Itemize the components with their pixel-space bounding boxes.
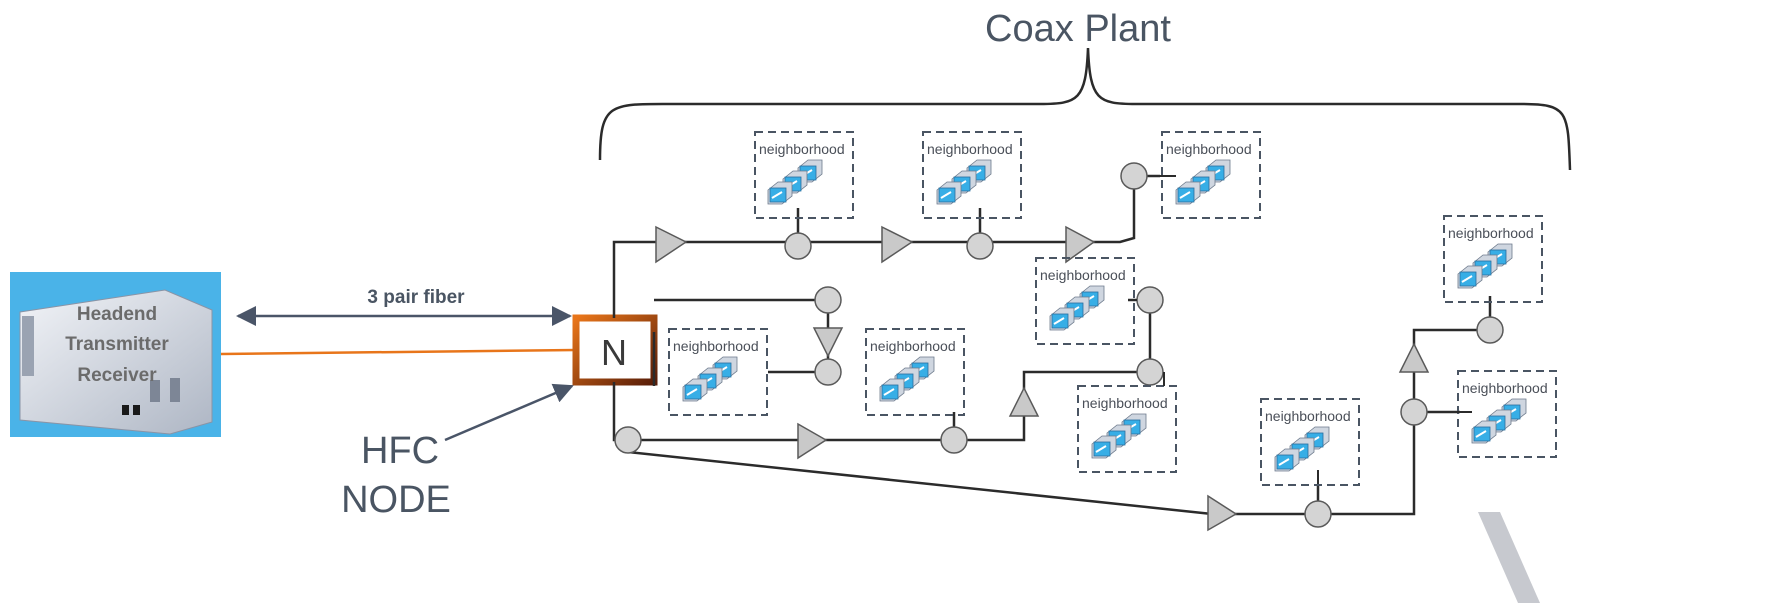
neighborhood-9: neighborhood bbox=[1443, 215, 1543, 303]
cable-modem-icon bbox=[768, 160, 822, 204]
node-caption-line2: NODE bbox=[341, 479, 451, 521]
neighborhood-1: neighborhood bbox=[754, 131, 854, 219]
neighborhood-5: neighborhood bbox=[668, 328, 768, 416]
neighborhood-6: neighborhood bbox=[865, 328, 965, 416]
neighborhood-label: neighborhood bbox=[1166, 141, 1252, 157]
coax-plant-brace bbox=[598, 47, 1572, 171]
cable-modem-icon bbox=[937, 160, 991, 204]
neighborhood-8: neighborhood bbox=[1260, 398, 1360, 486]
amplifier-icon bbox=[655, 225, 1430, 532]
chevron-icon bbox=[1478, 512, 1540, 603]
neighborhood-7: neighborhood bbox=[1077, 385, 1177, 473]
neighborhood-3: neighborhood bbox=[1161, 131, 1261, 219]
cable-modem-icon bbox=[683, 357, 737, 401]
neighborhood-label: neighborhood bbox=[759, 141, 845, 157]
node-caption-line1: HFC bbox=[361, 430, 439, 472]
neighborhood-label: neighborhood bbox=[673, 338, 759, 354]
drop-lines bbox=[1128, 175, 1491, 484]
orange-fiber-line bbox=[220, 348, 577, 356]
node-pointer-arrow bbox=[444, 383, 574, 442]
neighborhood-label: neighborhood bbox=[1265, 408, 1351, 424]
neighborhood-label: neighborhood bbox=[1040, 267, 1126, 283]
neighborhood-10: neighborhood bbox=[1457, 370, 1557, 458]
cable-modem-icon bbox=[1092, 414, 1146, 458]
neighborhood-label: neighborhood bbox=[1462, 380, 1548, 396]
headend-device-icon bbox=[10, 272, 221, 437]
cable-modem-icon bbox=[880, 357, 934, 401]
headend-label-line2: Transmitter bbox=[65, 334, 169, 355]
neighborhood-label: neighborhood bbox=[870, 338, 956, 354]
tap-icon bbox=[614, 162, 1504, 528]
neighborhood-label: neighborhood bbox=[1448, 225, 1534, 241]
neighborhood-label: neighborhood bbox=[927, 141, 1013, 157]
cable-modem-icon bbox=[1050, 286, 1104, 330]
neighborhood-label: neighborhood bbox=[1082, 395, 1168, 411]
cable-modem-icon bbox=[1275, 427, 1329, 471]
cable-modem-icon bbox=[1176, 160, 1230, 204]
node-letter: N bbox=[601, 332, 627, 373]
neighborhood-2: neighborhood bbox=[922, 131, 1022, 219]
cable-modem-icon bbox=[1472, 399, 1526, 443]
headend-label-line1: Headend bbox=[77, 304, 157, 325]
cable-modem-icon bbox=[1458, 244, 1512, 288]
diagram-title: Coax Plant bbox=[985, 8, 1171, 50]
fiber-label: 3 pair fiber bbox=[367, 287, 465, 308]
headend-label-line3: Receiver bbox=[77, 365, 157, 386]
neighborhood-4: neighborhood bbox=[1035, 257, 1135, 345]
